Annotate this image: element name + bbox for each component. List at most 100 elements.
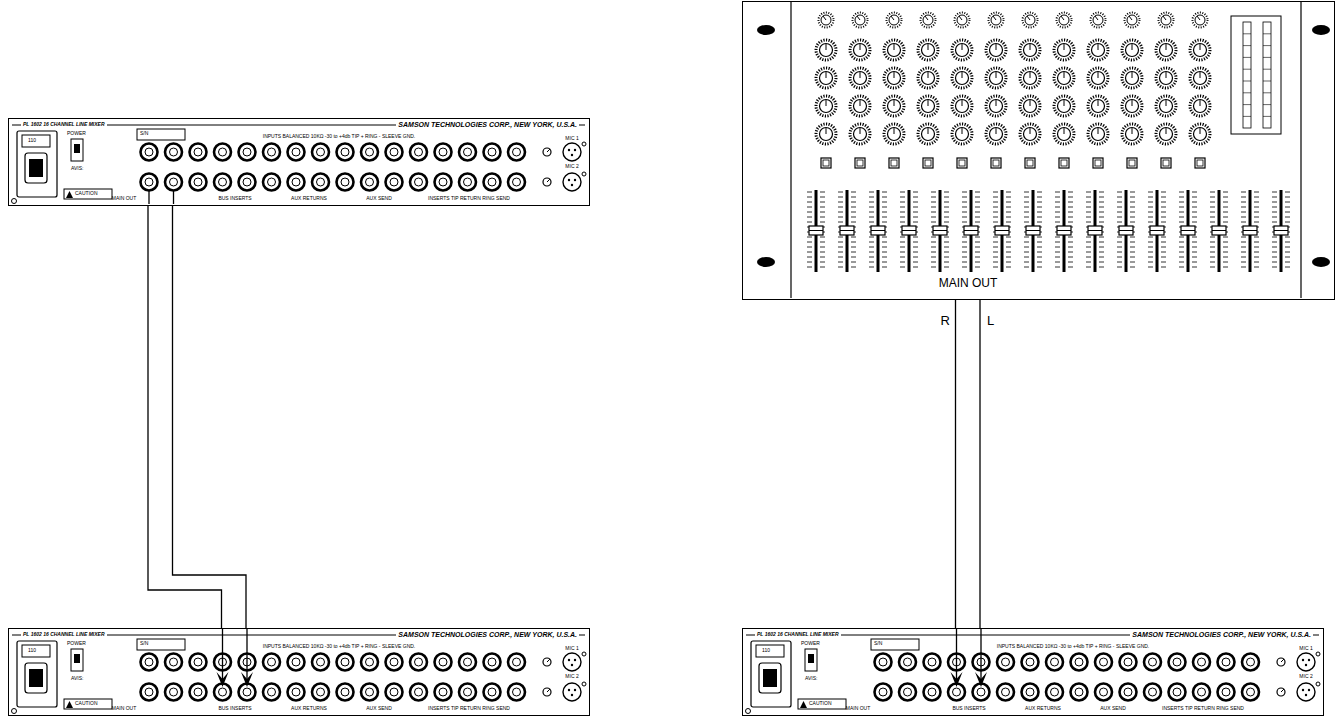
knob-scale — [1190, 68, 1210, 88]
fader-scale — [1148, 192, 1166, 267]
jack-bore — [488, 178, 496, 186]
trim-knob — [543, 658, 551, 666]
jack-socket — [459, 654, 476, 671]
warning-triangle — [800, 701, 807, 708]
jack-bore — [341, 148, 349, 156]
fader-cap-line — [1243, 230, 1257, 231]
jack-bore — [464, 658, 472, 666]
rotary-knob — [1058, 128, 1071, 141]
jack-socket — [924, 684, 941, 701]
xlr-socket — [563, 683, 581, 701]
jack-bore — [464, 148, 472, 156]
rotary-knob — [1058, 44, 1071, 57]
rotary-knob — [888, 72, 901, 85]
jack-socket — [1046, 654, 1063, 671]
knob-pointer — [959, 16, 962, 20]
knob-pointer — [1064, 72, 1065, 78]
fader-cap-line — [933, 230, 947, 231]
xlr-pin — [568, 179, 570, 181]
jack-bore — [415, 658, 423, 666]
panel-legend: CAUTION — [809, 701, 832, 706]
power-switch — [805, 649, 817, 671]
jack-bore — [366, 178, 374, 186]
jack-socket — [875, 654, 892, 671]
panel-legend: AUX RETURNS — [291, 706, 327, 711]
rotary-knob — [1092, 44, 1105, 57]
cable-wire — [956, 629, 957, 679]
knob-pointer — [1281, 659, 1284, 662]
panel-legend: S/N — [140, 131, 148, 136]
button-cap — [1197, 160, 1203, 166]
jack-bore — [1051, 658, 1059, 666]
fader-cap — [902, 226, 916, 235]
knob-pointer — [962, 72, 963, 78]
jack-socket — [459, 174, 476, 191]
fader-cap — [1243, 226, 1257, 235]
cable-wire — [173, 191, 174, 204]
power-inlet — [751, 641, 791, 707]
knob-pointer — [996, 100, 997, 106]
button-cap — [857, 160, 863, 166]
screw — [12, 199, 17, 204]
panel-legend: S/N — [874, 641, 882, 646]
cable-wire — [980, 629, 981, 679]
knob-pointer — [1064, 128, 1065, 134]
knob-scale — [887, 13, 902, 28]
jack-socket — [337, 654, 354, 671]
knob-scale — [816, 40, 836, 60]
knob-pointer — [1132, 128, 1133, 134]
jack-socket — [165, 144, 182, 161]
rotary-knob — [820, 100, 833, 113]
jack-plug — [951, 672, 963, 687]
pfl-button — [1195, 158, 1205, 168]
fader-cap — [1119, 226, 1133, 235]
jack-bore — [145, 148, 153, 156]
panel-legend: CAUTION — [75, 191, 98, 196]
jack-bore — [292, 178, 300, 186]
jack-bore — [268, 148, 276, 156]
panel-legend: MIC 2 — [1299, 674, 1312, 679]
jack-bore — [1002, 658, 1010, 666]
xlr-pin — [1305, 694, 1307, 696]
mixer-front-panel: MAIN OUT — [742, 1, 1335, 300]
rotary-knob — [1160, 100, 1173, 113]
pfl-button — [1127, 158, 1137, 168]
jack-bore — [415, 688, 423, 696]
fader-cap-line — [1274, 230, 1288, 231]
rotary-knob — [1160, 128, 1173, 141]
rotary-knob — [1024, 100, 1037, 113]
panel-legend: BUS INSERTS — [218, 196, 251, 201]
knob-pointer — [860, 44, 861, 50]
knob-pointer — [962, 100, 963, 106]
jack-bore — [513, 178, 521, 186]
jack-socket — [386, 174, 403, 191]
jack-socket — [214, 174, 231, 191]
knob-pointer — [547, 179, 550, 182]
knob-pointer — [1064, 100, 1065, 106]
knob-scale — [1020, 68, 1040, 88]
fader-cap-line — [1181, 230, 1195, 231]
jack-bore — [219, 148, 227, 156]
jack-socket — [361, 654, 378, 671]
knob-pointer — [860, 72, 861, 78]
meter-segment — [1263, 92, 1271, 93]
knob-scale — [1156, 124, 1176, 144]
serial-box — [137, 129, 185, 140]
jack-bore — [1100, 658, 1108, 666]
knob-pointer — [1061, 16, 1064, 20]
meter-segment — [1263, 81, 1271, 82]
jack-bore — [145, 688, 153, 696]
jack-socket — [288, 174, 305, 191]
fader-cap — [1212, 226, 1226, 235]
fader-cap-line — [1026, 230, 1040, 231]
knob-pointer — [826, 100, 827, 106]
switch-rocker — [808, 654, 814, 663]
xlr-pin — [571, 664, 573, 666]
trim-knob — [1025, 15, 1035, 25]
meter-segment — [1263, 69, 1271, 70]
trim-knob — [1093, 15, 1103, 25]
rotary-knob — [1194, 100, 1207, 113]
jack-socket — [312, 654, 329, 671]
knob-pointer — [1098, 128, 1099, 134]
